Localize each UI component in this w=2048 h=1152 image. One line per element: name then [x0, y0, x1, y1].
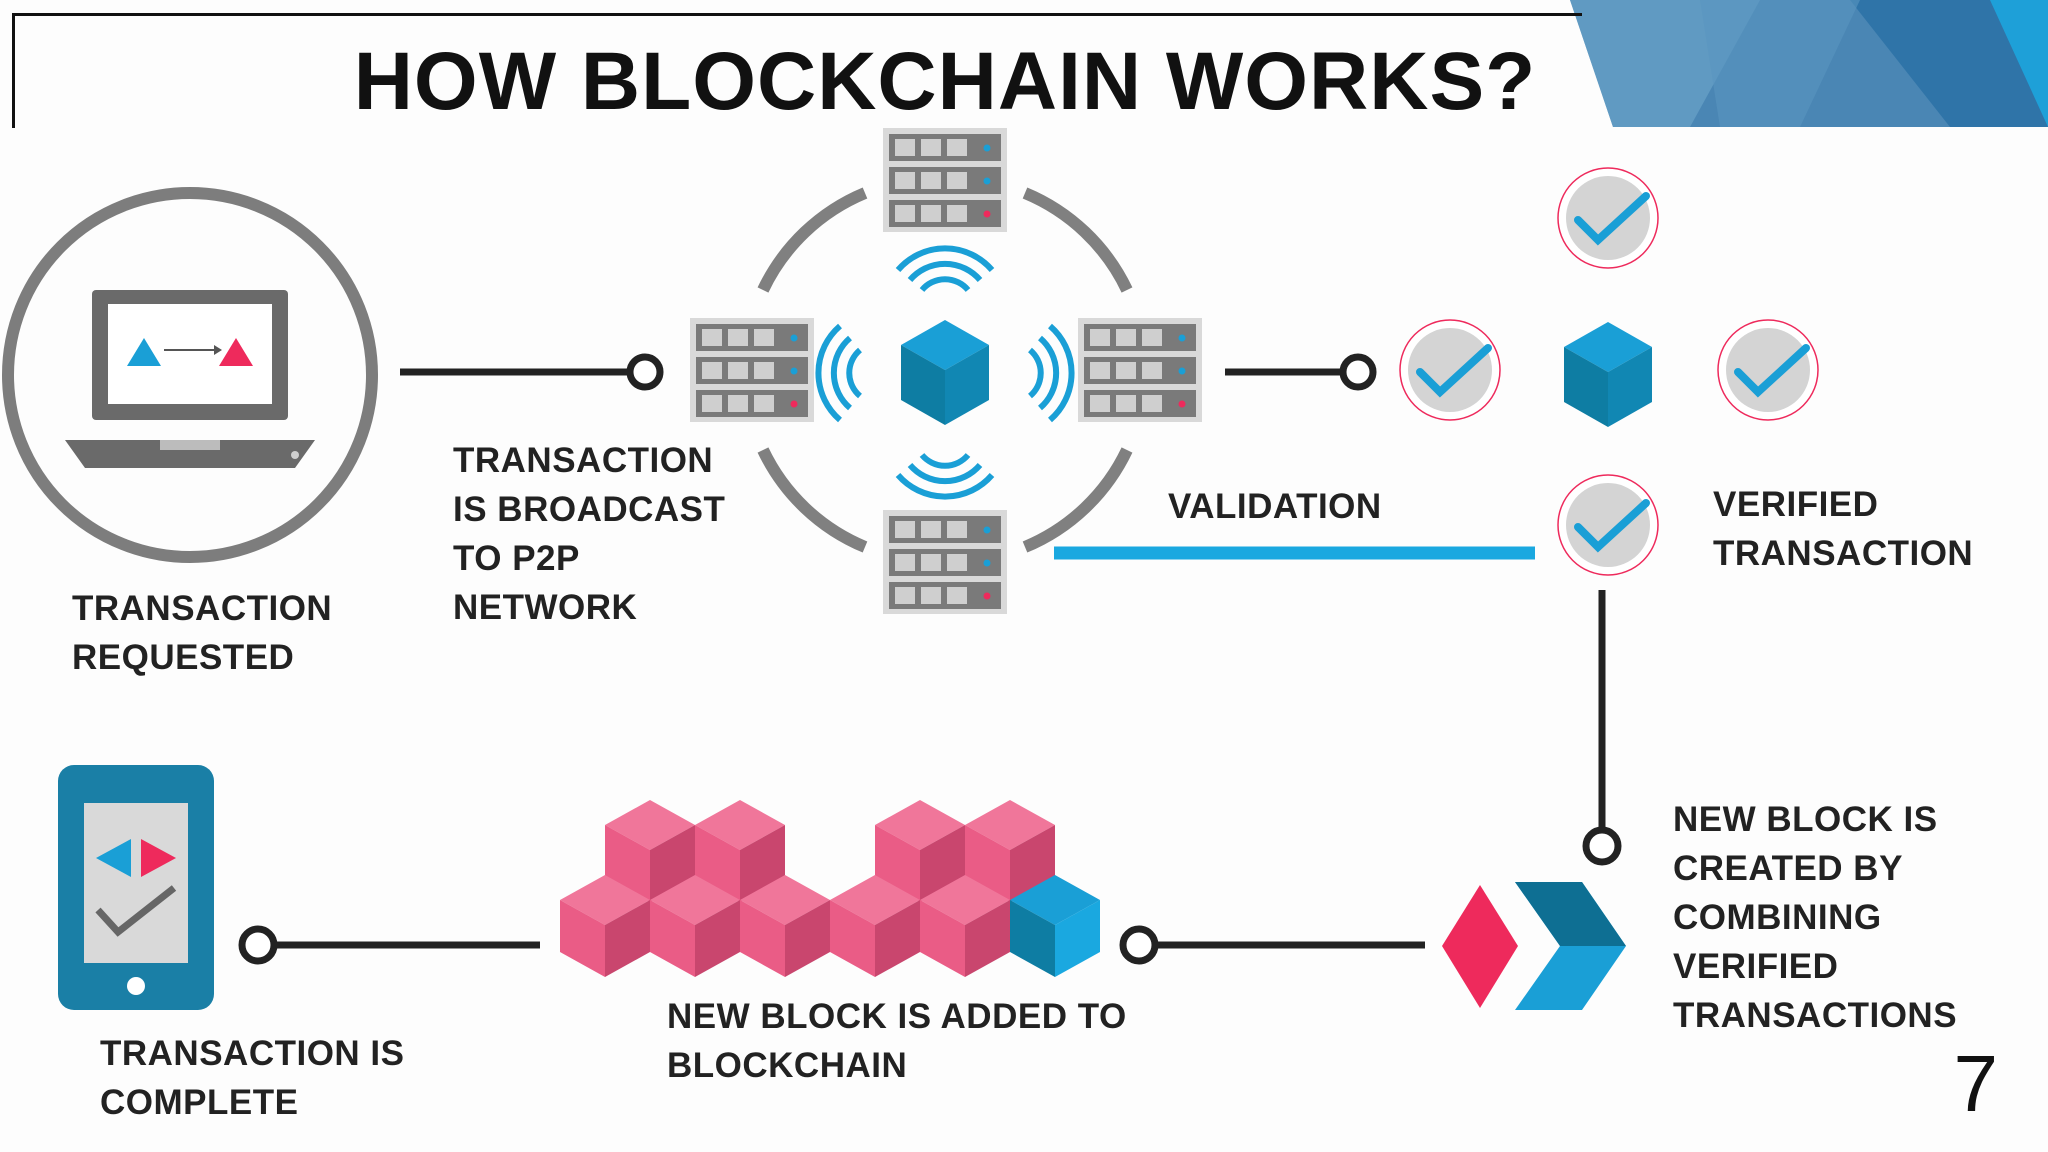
- label-new-block-created: NEW BLOCK IS CREATED BY COMBINING VERIFI…: [1673, 800, 1958, 1035]
- connector-complete: [238, 925, 540, 965]
- diamond-icon: [1442, 885, 1518, 1008]
- connector-new-block: [1582, 590, 1622, 866]
- label-transaction-requested: TRANSACTION REQUESTED: [72, 589, 333, 677]
- server-icon: [883, 128, 1007, 232]
- label-transaction-complete: TRANSACTION IS COMPLETE: [100, 1034, 405, 1122]
- connector-broadcast: [400, 353, 664, 391]
- cube-icon: [901, 320, 989, 425]
- page-title: HOW BLOCKCHAIN WORKS?: [353, 36, 1537, 127]
- connector-added: [1119, 925, 1425, 965]
- checkmark-icon: [1718, 320, 1818, 420]
- page-number: 7: [1953, 1039, 1999, 1128]
- title-frame: [12, 13, 1582, 128]
- cube-icon: [1564, 322, 1652, 427]
- label-validation: VALIDATION: [1168, 487, 1382, 526]
- cube-icon: [1010, 875, 1100, 977]
- label-verified-transaction: VERIFIED TRANSACTION: [1713, 485, 1974, 573]
- blockchain-cubes: [560, 800, 1100, 977]
- label-broadcast: TRANSACTION IS BROADCAST TO P2P NETWORK: [453, 441, 726, 627]
- checkmark-icon: [1400, 320, 1500, 420]
- connector-validation: [1225, 353, 1377, 391]
- label-block-added: NEW BLOCK IS ADDED TO BLOCKCHAIN: [667, 997, 1127, 1085]
- checkmark-icon: [1558, 475, 1658, 575]
- chevron-icon: [1515, 882, 1626, 1010]
- server-icon: [690, 318, 814, 422]
- checkmark-icon: [1558, 168, 1658, 268]
- server-icon: [883, 510, 1007, 614]
- laptop-icon: [2, 187, 378, 563]
- p2p-network-ring: [757, 187, 1133, 553]
- server-icon: [1078, 318, 1202, 422]
- phone-icon: [58, 765, 214, 1010]
- wifi-signal-icon: [815, 245, 1075, 500]
